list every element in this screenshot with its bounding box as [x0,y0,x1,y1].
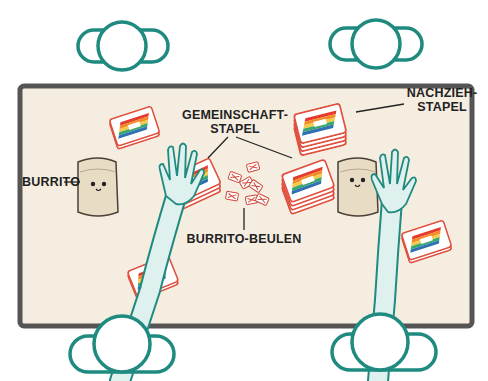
callout-label: BURRITO-BEULEN [186,232,302,246]
token [228,171,242,183]
eye [102,182,106,186]
eye [361,178,365,182]
community-stack [281,159,334,214]
burrito-bumps [225,162,269,206]
card [401,220,451,260]
card-stack [109,106,159,149]
hand-shape [371,150,416,213]
tortilla [78,158,118,216]
leader-line [243,208,244,230]
fold [340,169,376,172]
card [109,106,159,146]
hand [159,144,204,205]
chair-seat [98,22,146,70]
card-stack [401,220,451,263]
eye [91,182,95,186]
draw-pile [294,103,347,155]
mouth [355,185,360,187]
leader-lines [64,104,404,230]
callout-label: BURRITO [22,175,66,189]
chair-seat [352,20,400,68]
token [249,179,263,192]
chair [330,20,422,68]
hand-shape [159,144,204,205]
token [255,193,269,205]
fold [80,169,116,172]
callout-label: GEMEINSCHAFT- STAPEL [180,108,290,136]
callout-label: NACHZIEH- STAPEL [402,86,482,114]
chair [78,22,168,70]
tortilla [338,158,378,216]
eye [350,178,354,182]
token [246,162,260,173]
leader-line [356,104,404,112]
leader-line [236,137,292,158]
chair [70,316,174,372]
token [225,191,238,201]
burrito [78,158,118,216]
chair-seat [94,316,150,372]
burrito [338,158,378,216]
card [294,103,347,143]
mouth [96,189,101,191]
chair [332,314,436,370]
hand [371,150,416,213]
card [281,159,334,202]
leader-line [64,181,80,182]
chair-seat [352,314,408,370]
table [20,86,472,326]
leader-line [208,137,228,158]
